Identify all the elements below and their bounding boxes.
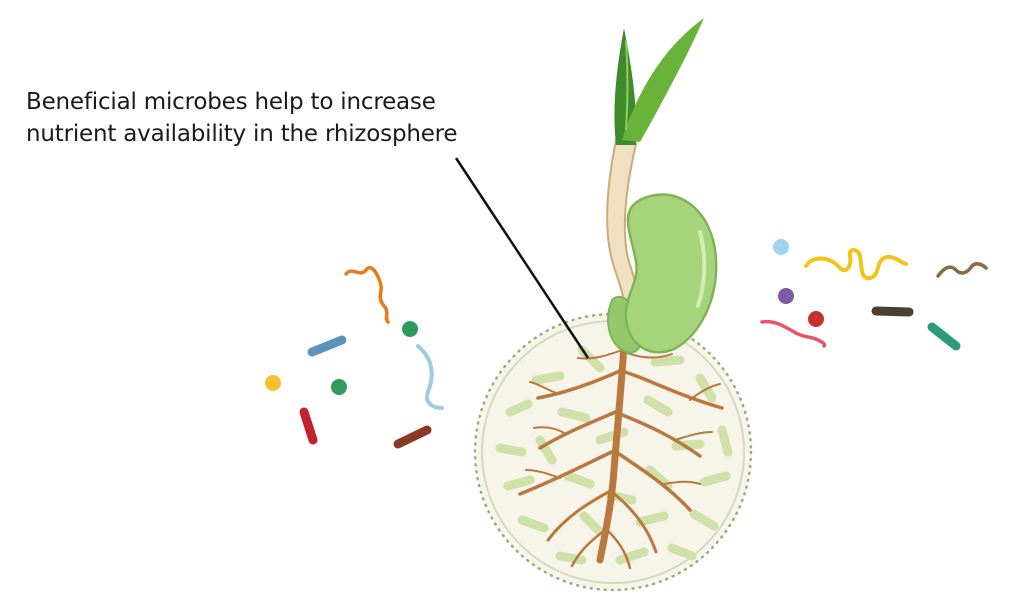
squiggle-microbe xyxy=(760,319,827,348)
soil-microbe xyxy=(563,471,595,489)
caption-line-2: nutrient availability in the rhizosphere xyxy=(26,121,458,147)
soil-microbe xyxy=(650,355,685,367)
root-branch xyxy=(603,526,632,570)
squiggle-microbe xyxy=(804,248,908,281)
diagram-caption: Beneficial microbes help to increase nut… xyxy=(26,86,486,150)
root-branch xyxy=(525,469,561,479)
caption-line-1: Beneficial microbes help to increase xyxy=(26,89,436,115)
root-branch xyxy=(610,490,658,554)
coccus-microbe xyxy=(778,288,794,304)
soil-microbe xyxy=(535,435,557,465)
coccus-microbe xyxy=(808,311,824,327)
squiggle-microbe xyxy=(344,265,390,324)
root-branch xyxy=(663,480,701,485)
coccus-microbe xyxy=(265,375,281,391)
root-branch xyxy=(538,408,622,450)
root-branch xyxy=(529,381,561,395)
coccus-microbe xyxy=(773,239,789,255)
soil-microbe xyxy=(671,439,705,451)
soil-microbe xyxy=(531,371,565,385)
squiggle-microbe xyxy=(936,262,988,278)
root-branch xyxy=(570,528,607,568)
root-branch xyxy=(533,426,567,435)
coccus-microbe xyxy=(402,321,418,337)
seed-body xyxy=(624,193,718,354)
microbes-left xyxy=(265,265,444,449)
rod-microbe xyxy=(307,335,347,357)
root-branch xyxy=(536,368,624,400)
soil-microbe xyxy=(643,395,673,417)
soil-microbe xyxy=(555,551,587,565)
soil-microbe xyxy=(503,475,535,491)
root-branch xyxy=(518,448,618,496)
seed-highlight xyxy=(696,230,707,308)
rod-microbe xyxy=(393,425,432,449)
seed xyxy=(607,193,718,354)
rod-microbe xyxy=(871,306,914,317)
root-branch xyxy=(618,412,702,458)
soil-microbe xyxy=(505,399,533,417)
soil-microbe xyxy=(557,407,591,423)
leaf-highlight xyxy=(625,39,629,131)
coccus-microbe xyxy=(331,379,347,395)
soil-microbe xyxy=(579,511,605,537)
root-branch xyxy=(577,349,623,360)
rod-microbe xyxy=(299,407,318,445)
root-branch xyxy=(623,370,724,410)
caption-pointer-line xyxy=(454,157,590,359)
root-branch xyxy=(546,488,614,542)
soil-microbe xyxy=(667,543,697,561)
rod-microbe xyxy=(927,322,961,351)
soil-microbe xyxy=(699,471,731,487)
soil-microbe xyxy=(517,515,549,533)
microbes-right xyxy=(760,239,988,351)
soil-microbe xyxy=(695,373,717,403)
curved-microbe xyxy=(416,344,444,410)
plant-leaves xyxy=(614,18,704,145)
soil-microbes xyxy=(495,345,733,565)
soil-microbe xyxy=(689,509,719,531)
root-branch xyxy=(674,431,713,441)
leaf-right xyxy=(622,18,704,142)
plant-roots xyxy=(518,326,724,570)
soil-microbe xyxy=(495,443,527,457)
root-branch xyxy=(614,450,692,512)
root-branch xyxy=(689,383,721,401)
soil-microbe xyxy=(615,547,649,565)
soil-microbe xyxy=(635,511,669,527)
soil-microbe xyxy=(717,425,733,457)
